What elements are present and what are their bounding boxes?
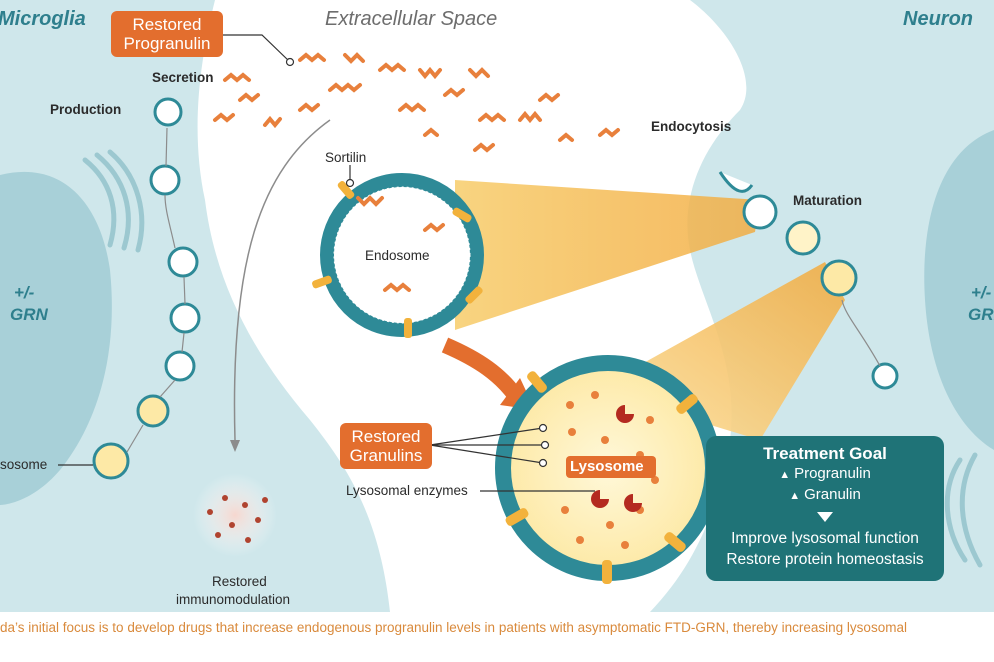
leader-lines [58, 34, 595, 492]
neuron-vesicles [718, 171, 899, 390]
treatment-goal-title: Treatment Goal [763, 444, 887, 463]
secretion-pointer [285, 57, 295, 67]
neuron-golgi [944, 452, 983, 568]
immunomodulation-dots [207, 495, 268, 543]
grn-right-gene: GRI [968, 305, 994, 324]
up-arrow-icon: ▲ [779, 469, 791, 481]
granulin-pointer-2 [540, 440, 550, 450]
microglia-nucleus [0, 171, 112, 505]
outcome-lysosomal-function: Improve lysosomal function [731, 530, 919, 547]
secretion-label: Secretion [152, 70, 214, 85]
treatment-item-granulin: ▲Granulin [706, 485, 944, 506]
sortilin-label: Sortilin [325, 150, 367, 165]
immunomodulation-arrow [233, 119, 331, 441]
granulin-item-label: Granulin [804, 486, 861, 503]
grn-left-sign: +/- [14, 283, 35, 302]
microglia-label: Microglia [0, 8, 86, 30]
granulin-pointer-3 [538, 458, 548, 468]
treatment-item-progranulin: ▲Progranulin [706, 464, 944, 485]
granulin-pointer-1 [538, 423, 548, 433]
neuron-label: Neuron [903, 8, 973, 30]
endosome-beam [455, 180, 760, 330]
microglia-chain-arrows [126, 127, 186, 453]
lysosomal-enzymes-label: Lysosomal enzymes [346, 483, 468, 498]
immunomodulation-arrowhead [230, 440, 240, 452]
up-arrow-icon: ▲ [789, 490, 801, 502]
immunomodulation-label-1: Restored [212, 574, 267, 589]
caption-text: da’s initial focus is to develop drugs t… [0, 620, 907, 635]
endocytosis-label: Endocytosis [651, 119, 732, 134]
progranulin-molecules [213, 52, 620, 153]
lysosome-label: Lysosome [570, 458, 644, 475]
maturation-arrow [441, 337, 522, 400]
neuron-chain-arrow [841, 299, 881, 367]
down-triangle-icon [817, 512, 833, 522]
grn-left-gene: GRN [10, 305, 48, 324]
immunomodulation-glow [193, 473, 277, 557]
sortilin-pointer [345, 178, 355, 188]
grn-right-sign: +/- [971, 283, 992, 302]
progranulin-item-label: Progranulin [794, 465, 871, 482]
extracellular-space-label: Extracellular Space [325, 8, 498, 30]
microglia-vesicles [92, 97, 201, 480]
restored-granulins-tag: Restored Granulins [340, 423, 432, 469]
outcome-protein-homeostasis: Restore protein homeostasis [726, 551, 924, 568]
microglia-golgi [82, 149, 145, 253]
production-label: Production [50, 102, 122, 117]
caption-area: da’s initial focus is to develop drugs t… [0, 612, 994, 662]
endosome [312, 173, 484, 338]
immunomodulation-label-2: immunomodulation [176, 592, 291, 607]
neuron-nucleus [924, 130, 994, 450]
restored-progranulin-tag: Restored Progranulin [111, 11, 223, 57]
endosome-label: Endosome [365, 248, 430, 263]
caption-cutoff-line [0, 644, 994, 662]
treatment-goal-panel: Treatment Goal ▲Progranulin ▲Granulin Im… [706, 436, 944, 581]
lysosome-left-label: sosome [0, 457, 48, 472]
maturation-label: Maturation [793, 193, 862, 208]
